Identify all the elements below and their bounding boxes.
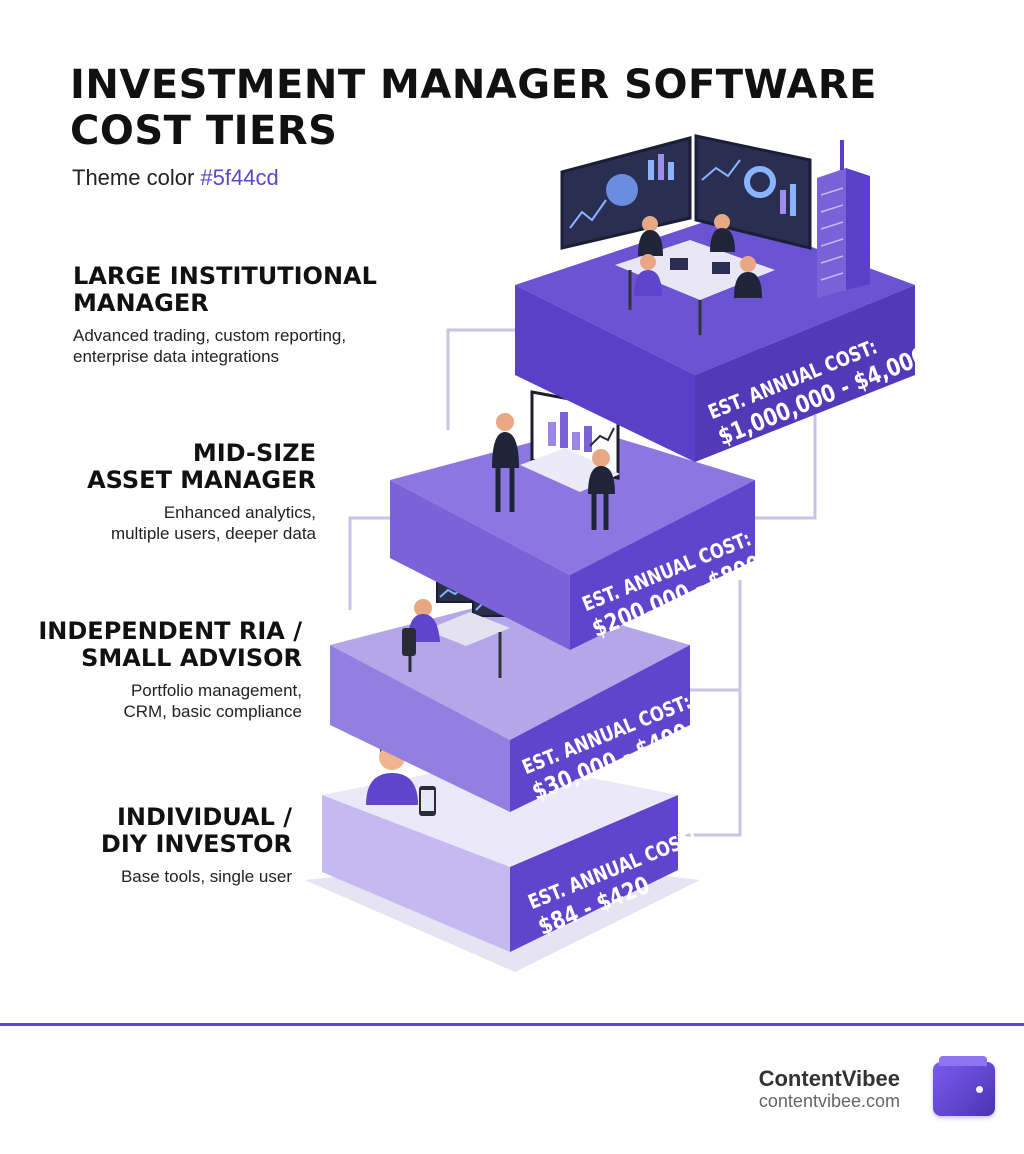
tier-desc-mid: Enhanced analytics, multiple users, deep… <box>110 503 316 543</box>
tier-title-large: LARGE INSTITUTIONAL MANAGER <box>73 262 377 317</box>
connector-lines <box>348 328 817 837</box>
tier-pyramid-diagram: EST. ANNUAL COST: $1,000,000 - $4,000,00… <box>305 134 915 972</box>
brand-url[interactable]: contentvibee.com <box>758 1091 900 1111</box>
brand-name: ContentVibee <box>758 1066 900 1091</box>
tier-title-individual: INDIVIDUAL / DIY INVESTOR <box>100 803 292 858</box>
tier-title-small: INDEPENDENT RIA / SMALL ADVISOR <box>38 617 302 672</box>
connector-mid <box>348 516 392 610</box>
tier-desc-large: Advanced trading, custom reporting, ente… <box>73 326 347 366</box>
page-title: INVESTMENT MANAGER SOFTWARE COST TIERS <box>70 62 877 154</box>
meeting-table-icon <box>615 214 775 335</box>
smartphone-icon <box>419 786 436 816</box>
tier-desc-small: Portfolio management, CRM, basic complia… <box>123 681 302 721</box>
tier-desc-individual: Base tools, single user <box>120 867 292 886</box>
connector-large-right <box>755 415 817 520</box>
connector-small-right <box>678 690 742 837</box>
theme-color-label: Theme color <box>72 165 195 190</box>
tier-label-large: LARGE INSTITUTIONAL MANAGER Advanced tra… <box>73 263 377 367</box>
brand-logo-icon <box>933 1056 995 1116</box>
tier-mid-block <box>390 390 755 650</box>
theme-color-hex: #5f44cd <box>200 165 279 190</box>
skyscraper-icon <box>817 140 870 298</box>
tier-large-block <box>515 134 915 462</box>
tier-label-small: INDEPENDENT RIA / SMALL ADVISOR Portfoli… <box>38 618 302 722</box>
tier-label-individual: INDIVIDUAL / DIY INVESTOR Base tools, si… <box>101 804 292 887</box>
connector-large <box>446 328 520 430</box>
tier-title-mid: MID-SIZE ASSET MANAGER <box>87 439 316 494</box>
footer-divider <box>0 1023 1024 1026</box>
tier-label-mid: MID-SIZE ASSET MANAGER Enhanced analytic… <box>87 440 316 544</box>
theme-color-note: Theme color #5f44cd <box>72 165 279 191</box>
